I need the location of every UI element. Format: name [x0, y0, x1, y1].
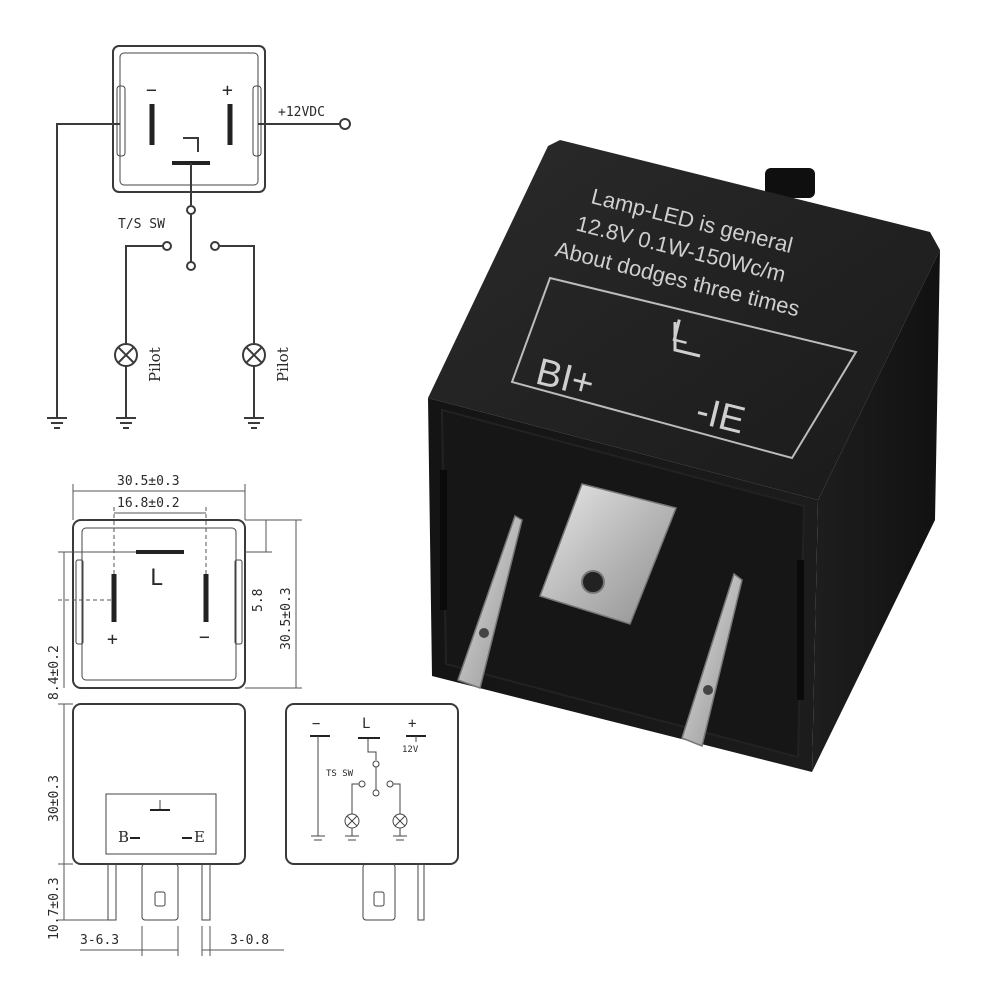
- pin-wide-label: 3-6.3: [80, 933, 119, 948]
- side-center-pin: [362, 863, 396, 921]
- pilot-label-left: Pilot: [146, 347, 164, 382]
- wiring-diagram: − + +12VDC T/S SW: [47, 45, 351, 429]
- top-minus-label: −: [199, 627, 210, 648]
- ground-icon: [311, 835, 407, 841]
- center-pin: [539, 483, 678, 625]
- ground-wire: [56, 123, 120, 418]
- schematic-l: L: [362, 716, 370, 732]
- top-left-slot: [75, 559, 84, 645]
- front-view-label-box: [105, 793, 217, 855]
- side-thin-pin: [417, 863, 425, 921]
- front-view-outer: [72, 703, 246, 865]
- front-right-pin: [201, 863, 211, 921]
- top-view-outer: [72, 519, 246, 689]
- lamp-icon: [344, 813, 360, 829]
- ground-icon: [47, 417, 67, 429]
- front-e-label: E: [194, 828, 205, 846]
- relay-outline-inner: [119, 52, 259, 186]
- height-top-label: 30.5±0.3: [279, 587, 294, 650]
- switch-contact-left: [162, 241, 172, 251]
- relay-side-face: [812, 250, 940, 772]
- relay-knob: [765, 168, 815, 198]
- top-plus-label: +: [107, 629, 118, 650]
- schematic-volt: 12V: [402, 745, 419, 755]
- relay-outline-outer: [112, 45, 266, 193]
- left-pilot-wire: [125, 245, 163, 343]
- right-pin: [681, 572, 743, 748]
- schematic-minus: −: [312, 716, 320, 732]
- side-label: 8.4±0.2: [47, 645, 62, 700]
- pin-thin-label: 3-0.8: [230, 933, 269, 948]
- schematic-plus: +: [408, 716, 416, 732]
- lamp-icon: [392, 813, 408, 829]
- pin-spacing-label: 16.8±0.2: [117, 496, 180, 511]
- engraved-l-symbol: [673, 322, 701, 358]
- pin-length-label: 10.7±0.3: [47, 877, 62, 940]
- body-height-label: 30±0.3: [47, 775, 62, 822]
- relay-photo: Lamp-LED is general 12.8V 0.1W-150Wc/m A…: [428, 140, 940, 772]
- pilot-label-right: Pilot: [274, 347, 292, 382]
- relay-top-face: [428, 140, 940, 500]
- supply-label: +12VDC: [278, 105, 325, 120]
- side-schematic: − L + 12V TS SW: [310, 716, 426, 841]
- supply-terminal: [339, 118, 351, 130]
- switch-pivot: [186, 205, 196, 215]
- top-right-slot: [234, 559, 243, 645]
- right-slot: [797, 560, 804, 700]
- plus-label: +: [222, 80, 233, 101]
- left-pin-slot: [116, 85, 126, 157]
- front-left-pin: [107, 863, 117, 921]
- center-pin-hole: [581, 570, 605, 594]
- lamp-icon: [114, 343, 138, 367]
- switch-contact-right: [210, 241, 220, 251]
- ground-icon: [244, 417, 264, 429]
- switch-common: [186, 261, 196, 271]
- engraved-box: [510, 276, 858, 460]
- switch-label: T/S SW: [118, 217, 165, 232]
- right-pin-hole: [703, 685, 713, 695]
- top-l-label: L: [150, 566, 163, 591]
- front-b-label: B: [118, 828, 129, 846]
- right-pin-slot: [252, 85, 262, 157]
- front-center-pin: [141, 863, 179, 921]
- left-pin: [457, 514, 523, 689]
- dimension-drawing: L + − 30.5±0.3 16.8±0.2 30.5±0.3 5.8 8.4…: [47, 474, 459, 956]
- inner-label: 5.8: [251, 589, 266, 612]
- left-pin-hole: [479, 628, 489, 638]
- minus-label: −: [146, 80, 157, 101]
- l-symbol: [183, 137, 199, 152]
- lamp-icon: [242, 343, 266, 367]
- width-overall-label: 30.5±0.3: [117, 474, 180, 489]
- schematic-switch: TS SW: [326, 769, 354, 779]
- left-slot: [440, 470, 447, 610]
- right-pilot-wire: [219, 245, 255, 343]
- top-view-inner: [81, 527, 237, 681]
- ground-icon: [116, 417, 136, 429]
